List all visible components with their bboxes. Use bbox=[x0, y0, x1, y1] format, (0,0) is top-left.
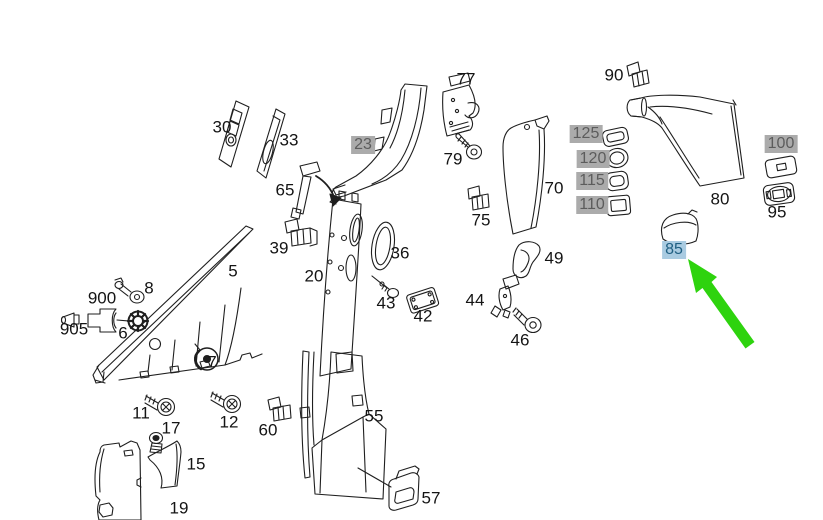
part-43-drawing bbox=[371, 275, 400, 299]
part-95-drawing bbox=[762, 182, 796, 206]
callout-80[interactable]: 80 bbox=[710, 189, 730, 209]
part-7-drawing bbox=[194, 343, 219, 371]
callout-44[interactable]: 44 bbox=[465, 290, 485, 310]
callout-12[interactable]: 12 bbox=[219, 412, 239, 432]
callout-33[interactable]: 33 bbox=[279, 130, 299, 150]
callout-7[interactable]: 7 bbox=[207, 352, 217, 372]
callout-110[interactable]: 110 bbox=[576, 196, 608, 214]
callout-46[interactable]: 46 bbox=[510, 330, 530, 350]
callout-65[interactable]: 65 bbox=[275, 180, 295, 200]
part-100-drawing bbox=[764, 155, 798, 179]
callout-5[interactable]: 5 bbox=[228, 261, 238, 281]
part-70-drawing bbox=[502, 115, 550, 235]
part-77-drawing bbox=[442, 72, 480, 137]
callout-39[interactable]: 39 bbox=[269, 238, 289, 258]
callout-125[interactable]: 125 bbox=[569, 125, 603, 143]
callout-15[interactable]: 15 bbox=[186, 454, 206, 474]
part-79-drawing bbox=[455, 133, 483, 160]
part-8-drawing bbox=[114, 277, 145, 304]
part-57-drawing bbox=[388, 465, 420, 511]
part-46-drawing bbox=[512, 307, 542, 334]
part-90-drawing bbox=[626, 61, 650, 88]
part-125-drawing bbox=[601, 126, 629, 147]
callout-19[interactable]: 19 bbox=[169, 498, 189, 518]
callout-8[interactable]: 8 bbox=[144, 278, 154, 298]
part-44-drawing bbox=[490, 274, 520, 319]
callout-36[interactable]: 36 bbox=[390, 243, 410, 263]
callout-79[interactable]: 79 bbox=[443, 149, 463, 169]
callout-70[interactable]: 70 bbox=[544, 178, 564, 198]
part-75-drawing bbox=[467, 185, 490, 211]
part-6-drawing bbox=[126, 309, 150, 333]
callout-49[interactable]: 49 bbox=[544, 248, 564, 268]
callout-100[interactable]: 100 bbox=[764, 135, 798, 153]
part-49-drawing bbox=[512, 241, 541, 279]
callout-60[interactable]: 60 bbox=[258, 420, 278, 440]
part-23-drawing bbox=[329, 83, 428, 205]
part-33-drawing bbox=[256, 108, 286, 179]
callout-23[interactable]: 23 bbox=[351, 136, 375, 154]
callout-90[interactable]: 90 bbox=[604, 65, 624, 85]
callout-6[interactable]: 6 bbox=[118, 323, 128, 343]
callout-55[interactable]: 55 bbox=[364, 406, 384, 426]
part-5-drawing bbox=[92, 225, 263, 384]
callout-17[interactable]: 17 bbox=[161, 418, 181, 438]
callout-900[interactable]: 900 bbox=[87, 288, 117, 308]
part-42-drawing bbox=[406, 287, 440, 314]
callout-75[interactable]: 75 bbox=[471, 210, 491, 230]
callout-120[interactable]: 120 bbox=[576, 150, 610, 168]
highlight-arrow bbox=[688, 259, 755, 349]
part-30-drawing bbox=[218, 100, 250, 168]
part-17-drawing bbox=[148, 431, 164, 454]
part-11-drawing bbox=[144, 394, 176, 417]
part-115-drawing bbox=[605, 170, 629, 192]
part-39-drawing bbox=[284, 218, 318, 247]
callout-95[interactable]: 95 bbox=[767, 202, 787, 222]
callout-30[interactable]: 30 bbox=[212, 117, 232, 137]
callout-11[interactable]: 11 bbox=[132, 403, 150, 423]
part-55-drawing bbox=[299, 350, 392, 500]
part-15-drawing bbox=[147, 440, 182, 489]
part-20-drawing bbox=[319, 190, 363, 377]
callout-20[interactable]: 20 bbox=[304, 266, 324, 286]
callout-43[interactable]: 43 bbox=[376, 293, 396, 313]
part-80-drawing bbox=[626, 94, 745, 187]
part-19-drawing bbox=[94, 440, 142, 520]
part-110-drawing bbox=[605, 194, 632, 217]
part-36-drawing bbox=[370, 221, 396, 271]
part-60-drawing bbox=[267, 396, 292, 422]
callout-905[interactable]: 905 bbox=[59, 319, 89, 339]
part-905-drawing bbox=[60, 312, 80, 328]
part-85-drawing bbox=[660, 209, 699, 245]
callout-42[interactable]: 42 bbox=[413, 306, 433, 326]
callout-85-selected[interactable]: 85 bbox=[662, 241, 686, 259]
part-12-drawing bbox=[210, 391, 242, 414]
callout-77[interactable]: 77 bbox=[456, 69, 476, 89]
callout-115[interactable]: 115 bbox=[576, 172, 608, 190]
callout-57[interactable]: 57 bbox=[421, 488, 441, 508]
